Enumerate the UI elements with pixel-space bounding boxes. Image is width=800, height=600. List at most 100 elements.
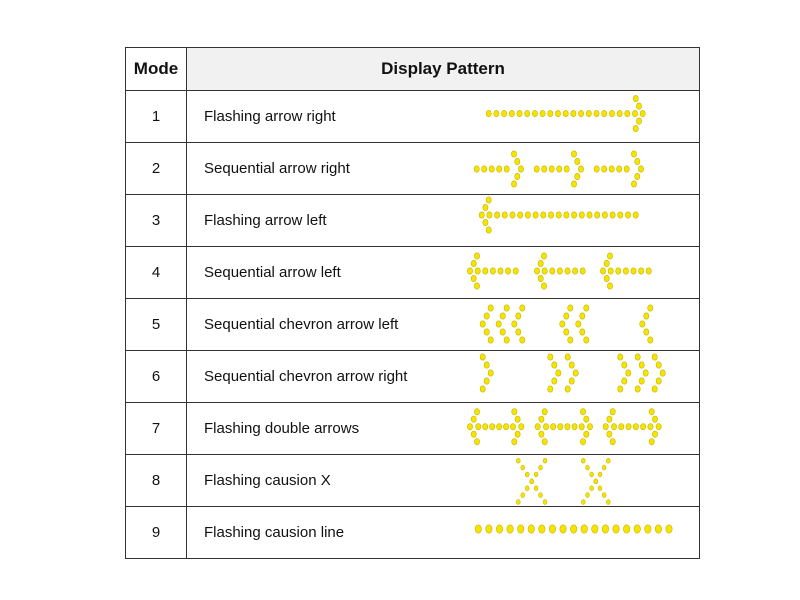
led-dot — [467, 267, 473, 275]
led-dot — [615, 267, 622, 275]
led-dot — [597, 471, 603, 478]
led-dot — [580, 438, 586, 446]
led-dot — [571, 180, 577, 188]
led-dot — [648, 438, 655, 446]
led-dot — [642, 369, 649, 377]
led-dot — [514, 430, 521, 438]
led-dot — [639, 320, 646, 328]
led-dot — [636, 102, 642, 110]
led-dot — [601, 492, 607, 498]
led-dot — [487, 304, 494, 312]
led-dot — [643, 328, 650, 336]
led-dot — [519, 336, 526, 344]
led-dot — [632, 125, 639, 133]
led-dot — [579, 328, 586, 336]
led-dot — [648, 408, 655, 416]
mode-number: 9 — [125, 506, 187, 559]
led-dot — [578, 211, 585, 219]
led-dot — [525, 211, 531, 219]
led-dot — [621, 377, 628, 385]
led-dot — [547, 110, 554, 118]
led-dot — [617, 385, 624, 393]
led-dot — [517, 211, 524, 219]
led-dot — [567, 336, 574, 344]
mode-description: Flashing causion X — [204, 472, 331, 489]
led-dot — [511, 408, 518, 416]
led-dot — [538, 430, 545, 438]
led-dot — [665, 524, 673, 534]
led-dot — [563, 165, 570, 173]
led-dot — [600, 267, 606, 275]
led-dot — [659, 369, 666, 377]
led-dot — [538, 524, 546, 534]
led-dot — [571, 211, 577, 219]
led-dot — [538, 492, 543, 498]
led-dot — [578, 110, 584, 118]
led-dot — [583, 430, 590, 438]
led-dot — [634, 158, 641, 166]
arrow-left-pattern-icon — [478, 196, 639, 234]
led-dot — [524, 471, 530, 478]
led-dot — [474, 524, 482, 534]
table-row: 5 Sequential chevron arrow left — [125, 298, 700, 351]
led-dot — [470, 430, 477, 438]
led-dot — [579, 312, 586, 320]
led-dot — [520, 464, 525, 471]
led-dot — [585, 492, 590, 498]
led-dot — [485, 110, 492, 118]
led-dot — [533, 165, 540, 173]
led-dot — [652, 430, 658, 438]
double-arrows-pattern-icon — [467, 408, 662, 446]
led-dot — [632, 423, 639, 431]
led-dot — [589, 471, 594, 478]
table-row: 7 Flashing double arrows — [125, 402, 700, 455]
led-dot — [547, 385, 554, 393]
led-dot — [540, 211, 547, 219]
led-dot — [511, 180, 517, 188]
led-dot — [514, 172, 521, 180]
led-dot — [556, 165, 563, 173]
sequential-chevron-left-pattern-icon — [479, 304, 654, 344]
led-dot — [503, 165, 510, 173]
led-dot — [485, 196, 492, 204]
table-row: 9 Flashing causion line — [125, 506, 700, 559]
led-dot — [638, 361, 645, 369]
led-dot — [571, 423, 578, 431]
led-dot — [608, 165, 615, 173]
led-dot — [583, 304, 590, 312]
led-dot — [512, 267, 519, 275]
led-dot — [570, 524, 578, 534]
led-dot — [538, 464, 543, 471]
led-dot — [632, 95, 639, 103]
led-dot — [478, 211, 485, 219]
led-dot — [601, 524, 609, 534]
led-dot — [574, 158, 581, 166]
table-row: 4 Sequential arrow left — [125, 246, 700, 299]
led-dot — [568, 361, 575, 369]
led-dot — [479, 320, 486, 328]
led-dot — [532, 211, 539, 219]
led-dot — [571, 150, 577, 158]
led-dot — [541, 282, 547, 290]
led-dot — [636, 117, 642, 125]
led-dot — [467, 423, 473, 431]
led-dot — [524, 110, 531, 118]
led-dot — [601, 165, 608, 173]
mode-description: Sequential arrow right — [204, 160, 350, 177]
led-dot — [612, 524, 620, 534]
led-dot — [559, 524, 567, 534]
led-dot — [655, 423, 662, 431]
led-dot — [578, 165, 584, 173]
led-dot — [550, 423, 557, 431]
led-dot — [485, 226, 492, 234]
led-dot — [603, 260, 610, 268]
led-dot — [532, 110, 538, 118]
led-dot — [579, 267, 586, 275]
led-dot — [593, 165, 600, 173]
led-dot — [508, 110, 515, 118]
led-dot — [482, 267, 489, 275]
led-dot — [625, 423, 632, 431]
led-dot — [625, 211, 631, 219]
led-dot — [594, 211, 601, 219]
led-dot — [634, 353, 641, 361]
